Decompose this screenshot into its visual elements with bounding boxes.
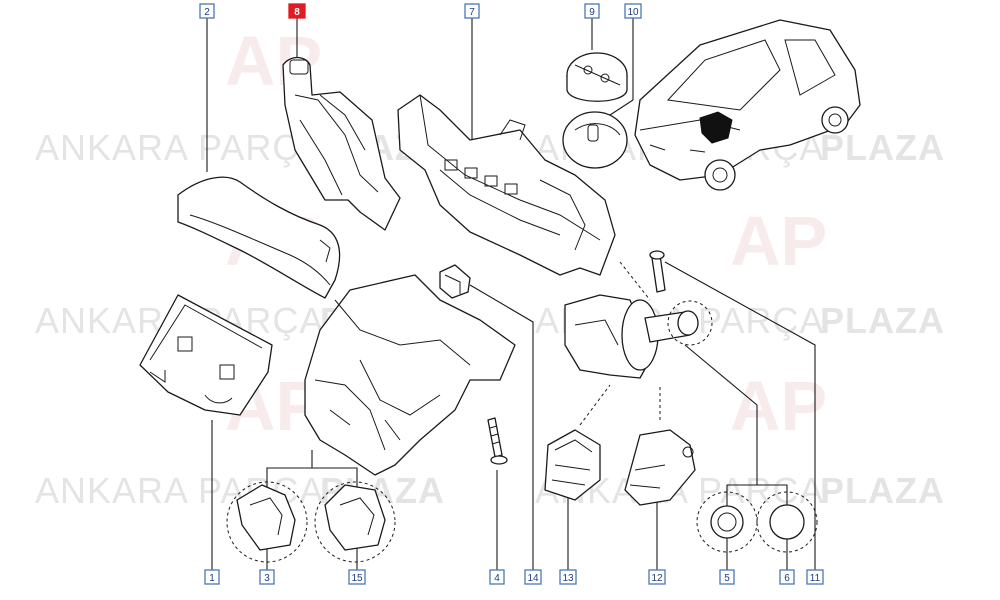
part-screw <box>487 417 508 465</box>
callout-8[interactable]: 8 <box>288 3 306 19</box>
highlight-mark <box>699 111 733 144</box>
watermark-logo: AP <box>730 367 827 445</box>
callout-14[interactable]: 14 <box>524 569 542 585</box>
callout-5[interactable]: 5 <box>719 569 735 585</box>
callout-4[interactable]: 4 <box>489 569 505 585</box>
callout-1[interactable]: 1 <box>204 569 220 585</box>
svg-text:1: 1 <box>209 573 215 584</box>
part-cap-dome <box>562 111 628 169</box>
callout-2[interactable]: 2 <box>199 3 215 19</box>
part-steering-shroud <box>304 274 516 476</box>
callout-labels: 2 8 7 9 10 1 3 15 4 14 13 <box>199 3 824 585</box>
part-housing-module <box>544 384 611 501</box>
svg-text:13: 13 <box>562 573 574 584</box>
part-upper-trim-cover <box>177 176 341 299</box>
part-cap-top <box>566 52 628 102</box>
callout-6[interactable]: 6 <box>779 569 795 585</box>
watermark-text-bold: PLAZA <box>820 127 945 168</box>
watermark-text-bold: PLAZA <box>820 300 945 341</box>
part-column-switch-assembly <box>397 94 616 276</box>
svg-text:7: 7 <box>469 7 475 18</box>
svg-text:6: 6 <box>784 573 790 584</box>
callout-13[interactable]: 13 <box>559 569 577 585</box>
callout-12[interactable]: 12 <box>648 569 666 585</box>
part-cover-module <box>624 385 696 506</box>
callout-7[interactable]: 7 <box>464 3 480 19</box>
watermark-text-light: ANKARA PARÇA <box>35 127 324 168</box>
callout-9[interactable]: 9 <box>584 3 600 19</box>
svg-text:9: 9 <box>589 7 595 18</box>
part-ignition-lock <box>564 261 713 379</box>
svg-text:4: 4 <box>494 573 500 584</box>
part-bolt <box>649 250 666 293</box>
part-clip-detail-15 <box>314 481 396 563</box>
watermark-logo: AP <box>730 202 827 280</box>
svg-text:11: 11 <box>810 573 821 584</box>
callout-3[interactable]: 3 <box>259 569 275 585</box>
svg-text:15: 15 <box>351 573 363 584</box>
svg-text:10: 10 <box>627 7 639 18</box>
part-cap-5 <box>696 491 758 553</box>
svg-text:3: 3 <box>264 573 270 584</box>
part-lower-cover-plate <box>139 294 273 416</box>
svg-text:8: 8 <box>294 7 300 18</box>
vehicle-location-illustration <box>634 19 861 191</box>
callout-10[interactable]: 10 <box>624 3 642 19</box>
svg-text:14: 14 <box>527 573 539 584</box>
svg-text:12: 12 <box>651 573 663 584</box>
part-small-clip <box>439 264 471 299</box>
part-cap-6 <box>756 491 818 553</box>
watermark-text-bold: PLAZA <box>820 470 945 511</box>
part-clip-detail-3 <box>226 481 308 563</box>
svg-text:2: 2 <box>204 7 210 18</box>
callout-15[interactable]: 15 <box>348 569 366 585</box>
part-stalk-switch <box>282 56 401 231</box>
callout-11[interactable]: 11 <box>806 569 824 585</box>
svg-text:5: 5 <box>724 573 730 584</box>
